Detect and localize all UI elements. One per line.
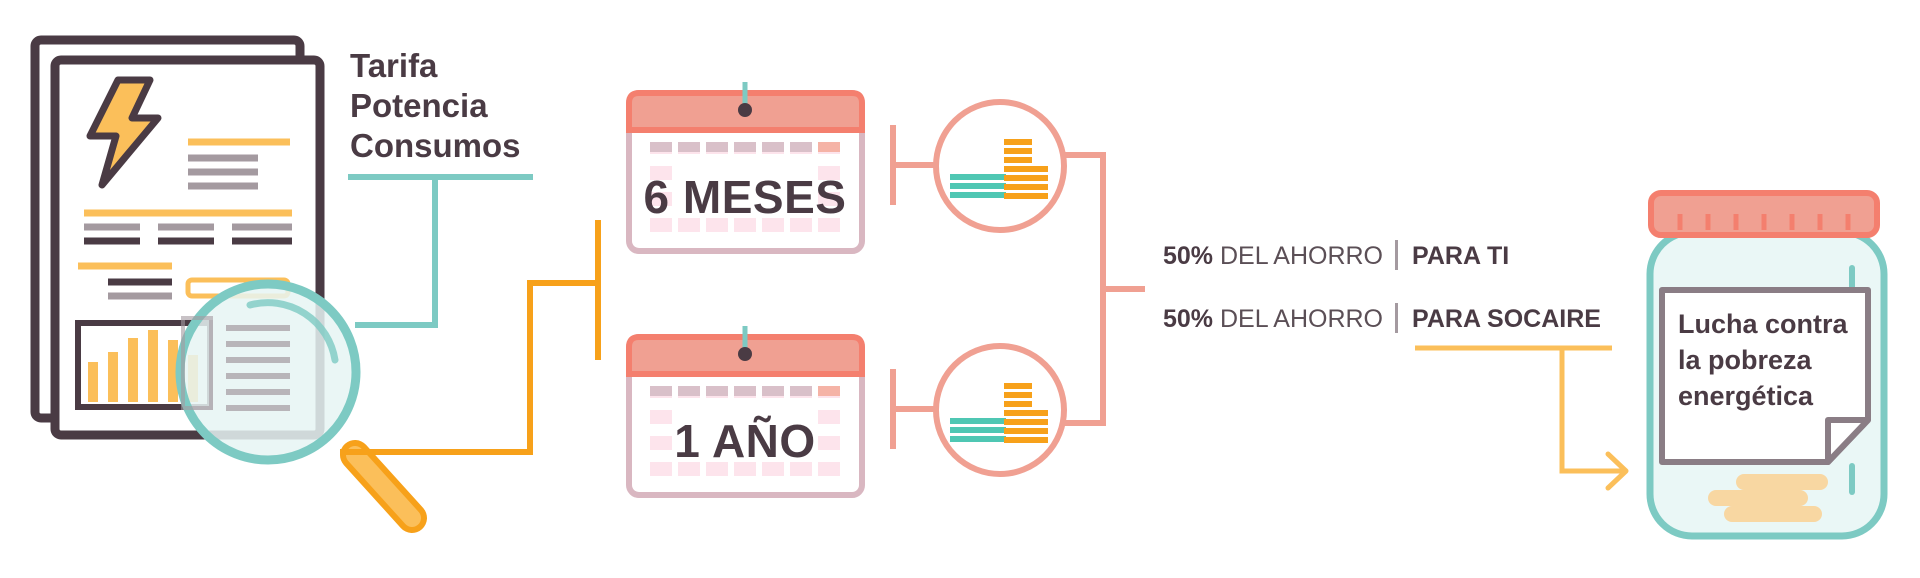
split-destination: PARA TI bbox=[1412, 242, 1510, 270]
arrow-right-icon bbox=[1605, 451, 1629, 491]
split-percent: 50% bbox=[1163, 305, 1214, 333]
orange-connector bbox=[340, 220, 601, 455]
split-text: DEL AHORRO bbox=[1220, 305, 1384, 333]
jar-icon bbox=[1646, 190, 1888, 540]
salmon-connector bbox=[890, 125, 1145, 449]
yellow-connector bbox=[1415, 345, 1629, 491]
coins-icon bbox=[933, 343, 1067, 477]
split-text: DEL AHORRO bbox=[1220, 242, 1384, 270]
coins-icon bbox=[933, 99, 1067, 233]
bill-label-potencia: Potencia bbox=[350, 87, 488, 124]
period-1-year-label: 1 AÑO bbox=[674, 415, 816, 467]
bill-label-tarifa: Tarifa bbox=[350, 47, 438, 84]
teal-connector bbox=[348, 174, 533, 328]
calendar-icon bbox=[626, 82, 865, 254]
split-percent: 50% bbox=[1163, 242, 1214, 270]
bill-labels: Tarifa Potencia Consumos bbox=[350, 46, 521, 166]
split-divider bbox=[1395, 240, 1399, 271]
period-6-months-label: 6 MESES bbox=[643, 171, 847, 223]
jar-note-line: Lucha contra bbox=[1678, 309, 1848, 339]
split-row-socaire: 50% DEL AHORRO PARA SOCAIRE bbox=[1163, 303, 1601, 335]
magnifier-icon bbox=[175, 279, 427, 533]
split-destination: PARA SOCAIRE bbox=[1412, 305, 1601, 333]
jar-note-text: Lucha contra la pobreza energética bbox=[1678, 306, 1864, 414]
bill-label-consumos: Consumos bbox=[350, 127, 521, 164]
calendar-icon bbox=[626, 326, 865, 498]
split-divider bbox=[1395, 303, 1399, 334]
lightning-icon bbox=[86, 76, 162, 189]
jar-note-line: energética bbox=[1678, 381, 1814, 411]
jar-note-line: la pobreza bbox=[1678, 345, 1812, 375]
split-row-you: 50% DEL AHORRO PARA TI bbox=[1163, 240, 1510, 272]
